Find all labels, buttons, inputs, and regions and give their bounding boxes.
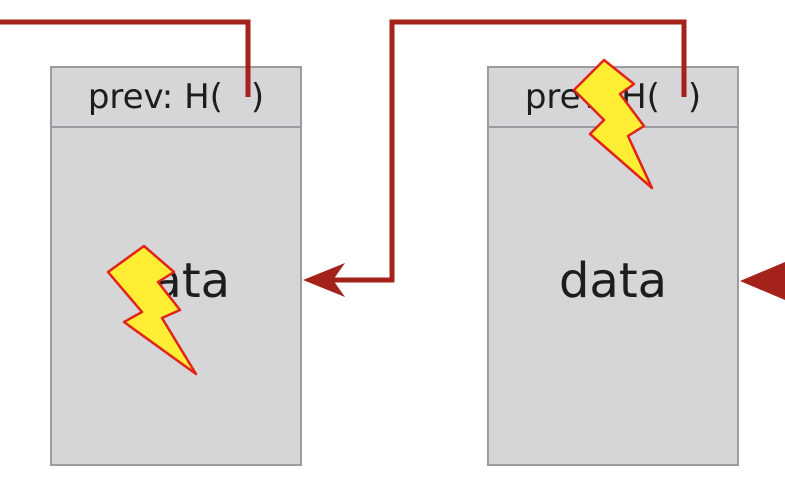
- pointer-line-middle: [318, 19, 687, 283]
- block-1-header-prefix: prev: H(: [87, 77, 223, 117]
- block-2-header-suffix: ): [687, 77, 702, 117]
- lightning-bolt-icon: [106, 244, 198, 376]
- arrowhead-icon: [740, 262, 785, 300]
- block-1-header-suffix: ): [250, 77, 265, 117]
- block-2-body: data: [489, 128, 737, 464]
- lightning-bolt-icon: [572, 58, 654, 190]
- block-2-data-label: data: [558, 253, 668, 309]
- pointer-line-left: [0, 19, 251, 97]
- block-1-header: prev: H( ): [52, 68, 300, 128]
- arrowhead-icon: [303, 263, 345, 297]
